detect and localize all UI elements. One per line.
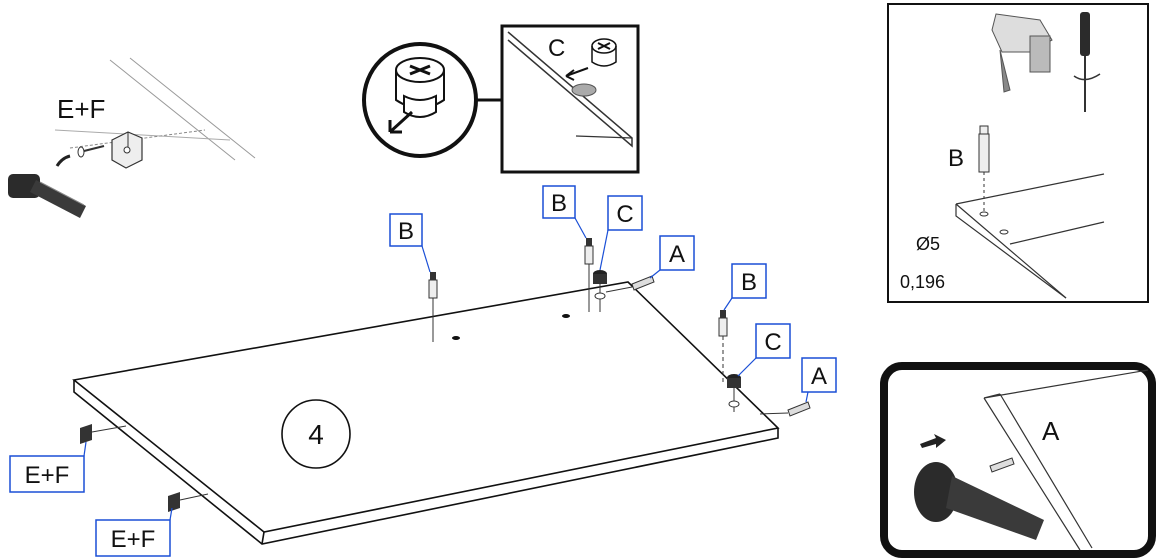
- cam-small-icon: [591, 38, 617, 67]
- bracket-icon: [111, 131, 143, 169]
- drill-diameter: Ø5: [916, 234, 940, 254]
- drill-inches: 0,196: [900, 272, 945, 292]
- dowel-b-left: [428, 272, 438, 342]
- motion-arc-icon: [55, 154, 71, 167]
- callout-ef-left: E+F: [9, 441, 87, 493]
- screwdriver-icon: [1073, 12, 1101, 112]
- callout-b-left: B: [389, 213, 431, 273]
- arrow-icon: [920, 434, 946, 448]
- drill-panel-label: B: [948, 145, 964, 172]
- dowel-a-mid: [605, 275, 655, 293]
- dowel-b-icon: [978, 125, 990, 212]
- bracket-bottom: [168, 492, 209, 512]
- callout-c-right: C: [737, 323, 791, 377]
- main-board: 4: [72, 281, 780, 545]
- cam-detail-label: C: [548, 35, 565, 62]
- svg-text:E+F: E+F: [111, 526, 156, 553]
- svg-text:B: B: [398, 218, 414, 245]
- svg-text:A: A: [669, 241, 685, 268]
- callout-b-right: B: [723, 263, 767, 311]
- screw-icon: [77, 145, 105, 158]
- drill-panel: B Ø5 0,196: [887, 3, 1149, 303]
- step-circle: [281, 399, 351, 469]
- svg-text:C: C: [764, 329, 781, 356]
- screwdriver-icon: [8, 174, 86, 218]
- svg-text:B: B: [551, 190, 567, 217]
- dowel-a-right: [759, 401, 811, 417]
- dowel-panel-label: A: [1042, 416, 1060, 446]
- cam-c-right: [727, 374, 741, 412]
- callout-a-mid: A: [649, 235, 695, 279]
- svg-text:B: B: [741, 269, 757, 296]
- dowel-panel: A: [880, 362, 1156, 558]
- dowel-b-mid: [584, 238, 594, 312]
- dowel-a-icon: [989, 457, 1015, 473]
- dowel-b-right: [718, 310, 728, 382]
- svg-text:C: C: [616, 201, 633, 228]
- mallet-icon: [914, 462, 1044, 540]
- cam-c-mid: [593, 270, 607, 312]
- callout-a-right: A: [801, 357, 837, 403]
- cam-detail: C: [362, 24, 640, 174]
- bracket-left: [80, 424, 127, 444]
- arrow-icon: [388, 110, 414, 134]
- callout-b-mid: B: [542, 185, 587, 239]
- drill-panel-frame: [887, 3, 1149, 303]
- svg-text:E+F: E+F: [25, 462, 70, 489]
- step-number: 4: [308, 419, 324, 450]
- ef-detail: E+F: [8, 57, 256, 218]
- ef-detail-label: E+F: [57, 94, 105, 124]
- callout-ef-bottom: E+F: [95, 507, 173, 557]
- svg-text:A: A: [811, 363, 827, 390]
- drill-icon: [991, 13, 1053, 93]
- cam-zoom-box: [500, 24, 640, 174]
- callout-c-mid: C: [599, 195, 643, 271]
